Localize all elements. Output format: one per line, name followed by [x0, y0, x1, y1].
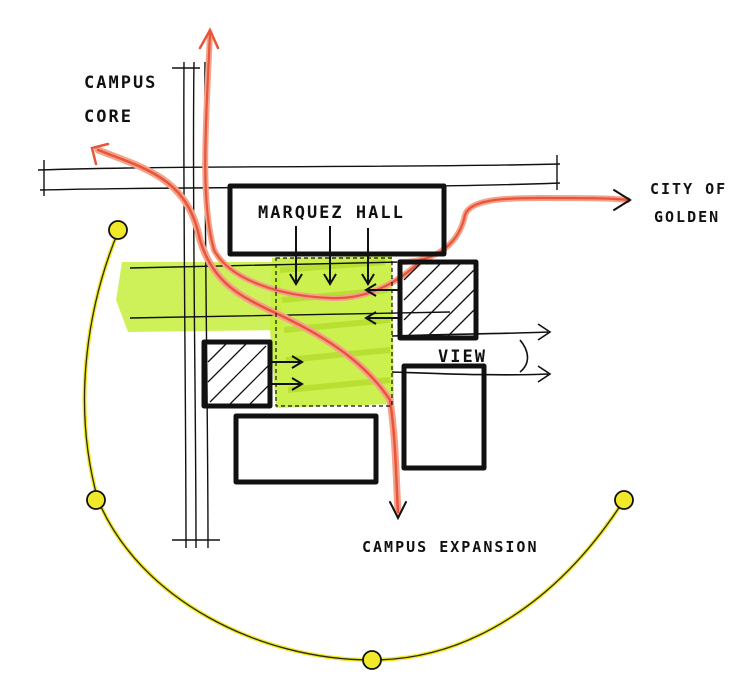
- view-arrow-bottom-icon: [391, 365, 552, 383]
- path-core-to-expansion-ink: [96, 148, 400, 514]
- horizontal-road-top: [37, 163, 561, 171]
- arrowhead-east-icon: [613, 189, 632, 211]
- arrowhead-south-icon: [389, 501, 407, 521]
- sun-arc-ink: [83, 231, 625, 661]
- vertical-road-1: [183, 61, 187, 549]
- marquez-hall-footprint: [227, 183, 447, 257]
- green-open-space: [116, 256, 394, 408]
- view-label: VIEW: [438, 347, 487, 367]
- arrow-down-3-icon: [361, 228, 375, 286]
- building-east-hatched: [397, 259, 479, 341]
- arrow-west-1-icon: [364, 283, 400, 297]
- view-bracket: [519, 339, 529, 373]
- city-label-line1: CITY OF: [650, 180, 727, 198]
- arrow-east-2-icon: [270, 377, 304, 391]
- building-hatching: [207, 263, 475, 405]
- arrow-west-2-icon: [364, 311, 400, 325]
- campus-core-label-line1: CAMPUS: [84, 73, 157, 93]
- arrow-down-1-icon: [289, 226, 303, 286]
- labels: CAMPUS CORE CITY OF GOLDEN MARQUEZ HALL …: [84, 73, 727, 556]
- sun-position-4-icon: [614, 490, 634, 510]
- arrowhead-west-icon: [90, 142, 110, 166]
- city-label-line2: GOLDEN: [654, 208, 720, 226]
- buildings: [201, 183, 487, 485]
- green-courtyard-hatch: [279, 259, 391, 393]
- campus-core-label-line2: CORE: [84, 107, 133, 127]
- building-west-hatched: [201, 339, 273, 409]
- arrow-down-2-icon: [323, 226, 337, 286]
- expansion-label: CAMPUS EXPANSION: [362, 538, 539, 556]
- cross-lines-west: [129, 261, 451, 319]
- vertical-road-2: [192, 61, 197, 549]
- building-southeast: [401, 363, 487, 471]
- green-plaza-west: [116, 262, 282, 332]
- sun-position-1-icon: [108, 220, 128, 240]
- building-label: MARQUEZ HALL: [258, 203, 405, 223]
- sun-path: [82, 220, 634, 670]
- courtyard-outline: [275, 257, 393, 407]
- view-arrows: [391, 323, 552, 383]
- view-arrow-top-icon: [391, 323, 552, 341]
- arrow-east-1-icon: [270, 355, 304, 369]
- sun-position-3-icon: [362, 650, 382, 670]
- road-lines: [37, 61, 561, 549]
- building-southwest: [233, 413, 379, 485]
- arrowhead-north-icon: [198, 27, 220, 50]
- entry-arrows: [270, 226, 400, 391]
- sun-position-2-icon: [86, 490, 106, 510]
